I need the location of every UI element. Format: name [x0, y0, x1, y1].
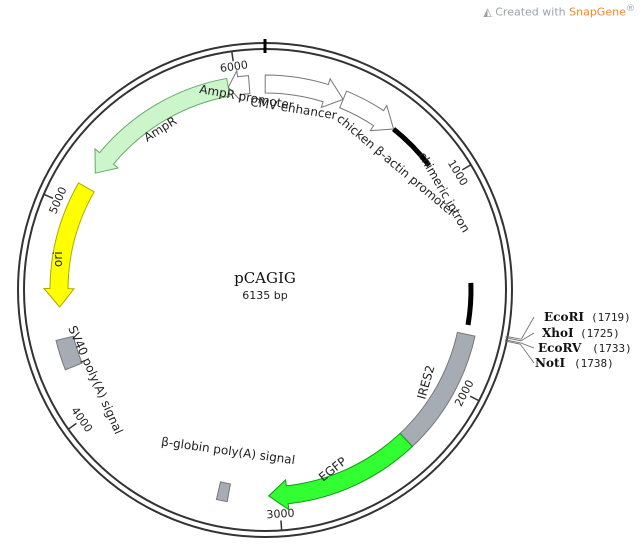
feature-ampr-promoter[interactable] [227, 69, 251, 103]
brand-prefix: Created with [495, 5, 570, 19]
label-ori: ori [51, 251, 65, 267]
site-pos-ecori: (1719) [591, 311, 631, 324]
site-pos-xhoi: (1725) [580, 327, 620, 340]
feature-egfp[interactable] [267, 432, 414, 511]
site-leader-xhoi [520, 332, 535, 342]
tick-mark-3000 [280, 520, 283, 531]
tick-mark-5000 [43, 193, 54, 199]
site-pos-noti: (1738) [574, 357, 614, 370]
feature-chimeric-intron-segment-1[interactable] [391, 127, 432, 168]
label-chicken-actin-promoter: chicken β-actin promoter [334, 112, 458, 220]
site-stub-ecorv [504, 339, 521, 344]
brand-mark: ® [625, 3, 635, 14]
site-name-xhoi[interactable]: XhoI [542, 326, 574, 340]
feature-cmv-enhancer[interactable] [264, 74, 344, 109]
site-stub-noti [504, 340, 521, 345]
feature-group [42, 69, 476, 511]
plasmid-size: 6135 bp [242, 289, 287, 302]
brand-name: SnapGene [569, 5, 626, 19]
tick-mark-2000 [469, 395, 480, 402]
plasmid-name: pCAGIG [234, 269, 296, 287]
site-pos-ecorv: (1733) [592, 342, 632, 355]
tick-mark-4000 [67, 422, 77, 430]
tick-mark-1000 [461, 164, 472, 171]
feature-chicken-actin-promoter[interactable] [339, 90, 395, 132]
site-label-group: EcoRI (1719) XhoI (1725) EcoRV (1733) No… [535, 310, 632, 370]
label-beta-globin-polya: β-globin poly(A) signal [160, 435, 296, 468]
site-leader-ecorv [520, 342, 535, 349]
site-name-ecori[interactable]: EcoRI [544, 310, 584, 324]
tick-label-3000: 3000 [266, 507, 295, 522]
feature-sv40-polya[interactable] [55, 335, 83, 371]
feature-ori[interactable] [42, 182, 95, 308]
feature-ampr[interactable] [94, 77, 231, 174]
site-leader-noti [519, 343, 535, 364]
tick-label-1000: 1000 [445, 157, 471, 188]
site-leader-ecori [520, 316, 535, 340]
site-name-noti[interactable]: NotI [535, 356, 566, 370]
site-stub-ecori [505, 335, 522, 340]
tick-mark-6000 [231, 51, 234, 62]
snapgene-logo-icon: ◭ [483, 5, 496, 19]
tick-label-6000: 6000 [219, 58, 249, 75]
site-line-group [504, 316, 535, 364]
feature-chimeric-intron-segment-2[interactable] [465, 282, 474, 326]
feature-beta-globin-polya[interactable] [215, 481, 231, 503]
tick-label-4000: 4000 [68, 404, 95, 434]
snapgene-brand: ◭ Created with SnapGene® [483, 3, 635, 19]
site-name-ecorv[interactable]: EcoRV [538, 341, 582, 355]
site-stub-xhoi [505, 337, 522, 342]
